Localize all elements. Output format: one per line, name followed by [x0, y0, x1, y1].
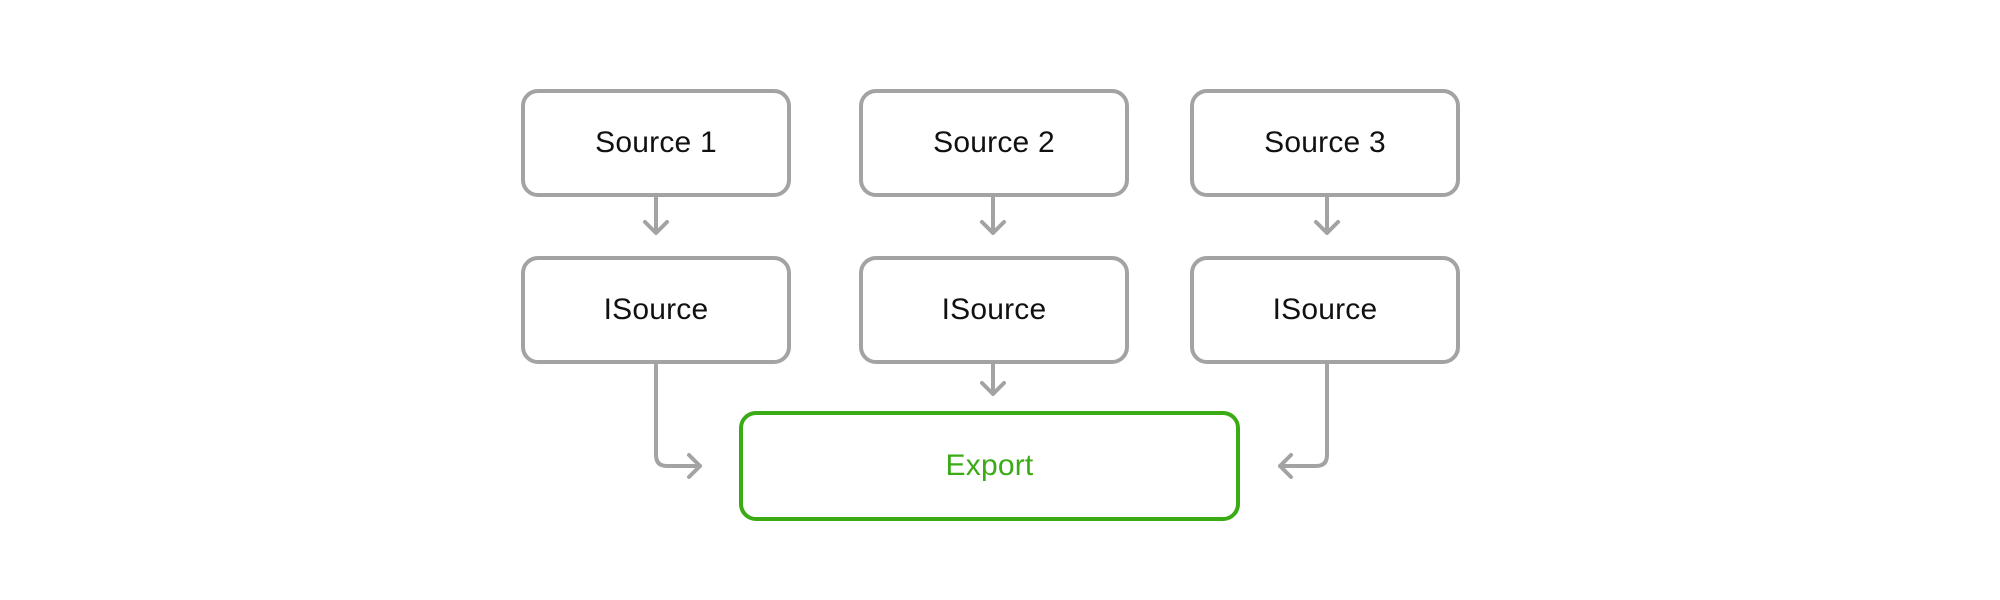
export-label: Export — [945, 449, 1034, 482]
source-3-node: Source 3 — [1190, 89, 1460, 197]
arrow-isource-2-to-export — [980, 363, 1006, 396]
arrow-source-3-to-isource-3 — [1314, 196, 1340, 235]
arrow-source-1-to-isource-1 — [643, 196, 669, 235]
source-1-label: Source 1 — [595, 126, 717, 159]
isource-1-node: ISource — [521, 256, 791, 364]
isource-2-node: ISource — [859, 256, 1129, 364]
source-1-node: Source 1 — [521, 89, 791, 197]
export-node: Export — [739, 411, 1240, 521]
arrow-source-2-to-isource-2 — [980, 196, 1006, 235]
isource-3-node: ISource — [1190, 256, 1460, 364]
source-2-node: Source 2 — [859, 89, 1129, 197]
isource-2-label: ISource — [941, 293, 1047, 326]
isource-1-label: ISource — [603, 293, 709, 326]
source-3-label: Source 3 — [1264, 126, 1386, 159]
isource-3-label: ISource — [1272, 293, 1378, 326]
arrow-isource-1-to-export — [654, 363, 702, 479]
arrow-isource-3-to-export — [1278, 363, 1329, 479]
source-2-label: Source 2 — [933, 126, 1055, 159]
